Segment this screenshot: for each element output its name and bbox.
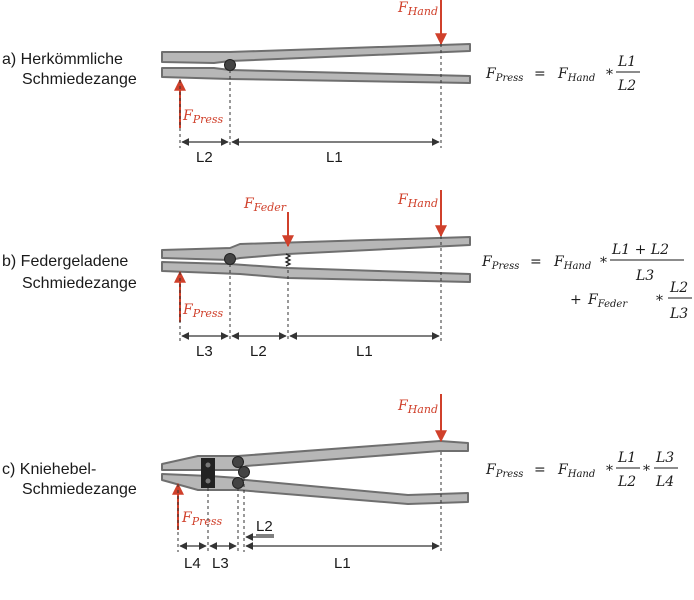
svg-text:L2: L2	[617, 474, 636, 490]
svg-text:*: *	[600, 255, 607, 271]
svg-text:FHand: FHand	[557, 462, 595, 480]
svg-text:=: =	[534, 462, 546, 478]
svg-text:L1 + L2: L1 + L2	[611, 242, 669, 258]
svg-text:+: +	[570, 292, 582, 308]
panel-c-dim-l3: L3	[212, 555, 229, 572]
panel-c-equation: FPress = FHand * L1 L2 * L3 L4	[485, 450, 678, 490]
panel-a-upper-arm	[161, 43, 471, 64]
panel-c-pivot-upper	[232, 456, 244, 468]
panel-b-caption-line1: b) Federgeladene	[2, 253, 128, 270]
panel-b-equation: FPress = FHand * L1 + L2 L3 + FFeder * L…	[481, 242, 692, 322]
panel-b-dim-l1: L1	[356, 343, 373, 360]
svg-text:FPress: FPress	[481, 254, 519, 272]
panel-c-dim-l2: L2	[256, 518, 273, 535]
panel-b-pivot	[224, 253, 236, 265]
svg-text:*: *	[656, 293, 663, 309]
svg-text:L3: L3	[635, 268, 654, 284]
svg-text:FFeder: FFeder	[587, 292, 628, 310]
svg-text:=: =	[530, 254, 542, 270]
svg-text:L1: L1	[617, 54, 636, 70]
panel-a-hand-force-label: FHand	[397, 0, 438, 18]
svg-text:L2: L2	[617, 78, 636, 94]
panel-c-press-force-label: FPress	[181, 510, 223, 528]
panel-c-jaw-block	[201, 458, 215, 488]
panel-b-dim-l2: L2	[250, 343, 267, 360]
svg-text:L2: L2	[669, 280, 688, 296]
panel-a-dim-l2: L2	[196, 149, 213, 166]
svg-text:L3: L3	[669, 306, 688, 322]
svg-text:*: *	[606, 463, 613, 479]
svg-text:=: =	[534, 66, 546, 82]
panel-b-spring	[284, 253, 292, 267]
panel-b-spring-force-label: FFeder	[243, 196, 287, 214]
panel-b-caption-line2: Schmiedezange	[22, 275, 137, 292]
panel-c: c) Kniehebel- Schmiedezange FHand FPress…	[2, 394, 678, 572]
panel-c-caption-line2: Schmiedezange	[22, 481, 137, 498]
panel-a-caption-line1: a) Herkömmliche	[2, 51, 123, 68]
svg-text:FPress: FPress	[485, 462, 523, 480]
svg-text:L3: L3	[655, 450, 674, 466]
panel-c-dim-l4: L4	[184, 555, 201, 572]
panel-a-lower-arm	[161, 67, 471, 84]
panel-c-dim-l1: L1	[334, 555, 351, 572]
svg-text:*: *	[606, 67, 613, 83]
panel-b-hand-force-label: FHand	[397, 192, 438, 210]
panel-a-press-force-label: FPress	[182, 108, 224, 126]
svg-text:FPress: FPress	[485, 66, 523, 84]
panel-b-dim-l3: L3	[196, 343, 213, 360]
panel-a-caption-line2: Schmiedezange	[22, 71, 137, 88]
panel-b-upper-arm	[161, 236, 471, 261]
panel-c-pivot-lower	[232, 477, 244, 489]
panel-a-dim-l1: L1	[326, 149, 343, 166]
panel-a-pivot	[224, 59, 236, 71]
panel-c-caption-line1: c) Kniehebel-	[2, 461, 96, 478]
panel-c-hand-force-label: FHand	[397, 398, 438, 416]
panel-c-pivot-middle	[238, 466, 250, 478]
panel-b-lower-arm	[161, 261, 471, 283]
panel-b-press-force-label: FPress	[182, 302, 224, 320]
svg-text:FHand: FHand	[553, 254, 591, 272]
svg-text:L1: L1	[617, 450, 636, 466]
panel-b: b) Federgeladene Schmiedezange FFeder FH…	[2, 190, 692, 360]
svg-text:FHand: FHand	[557, 66, 595, 84]
svg-text:*: *	[643, 463, 650, 479]
panel-a-equation: FPress = FHand * L1 L2	[485, 54, 640, 94]
panel-a: a) Herkömmliche Schmiedezange FHand FPre…	[2, 0, 640, 166]
svg-text:L4: L4	[655, 474, 674, 490]
